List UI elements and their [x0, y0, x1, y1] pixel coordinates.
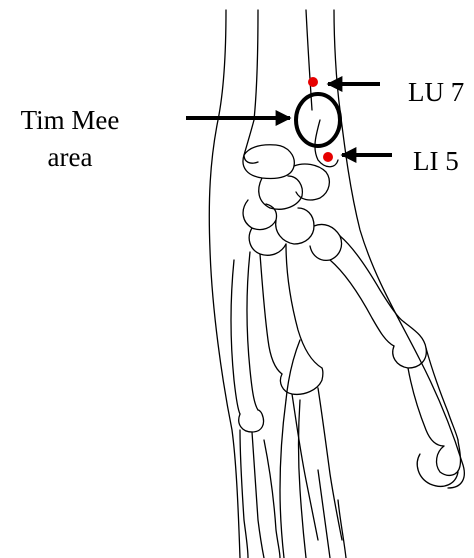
label-lu7: LU 7: [408, 77, 464, 107]
label-li5: LI 5: [413, 146, 459, 176]
label-tim-mee-line1: Tim Mee: [21, 105, 120, 135]
label-tim-mee-line2: area: [48, 142, 93, 172]
tim-mee-circle: [296, 94, 340, 146]
lu7-point: [308, 77, 318, 87]
li5-point: [323, 152, 333, 162]
